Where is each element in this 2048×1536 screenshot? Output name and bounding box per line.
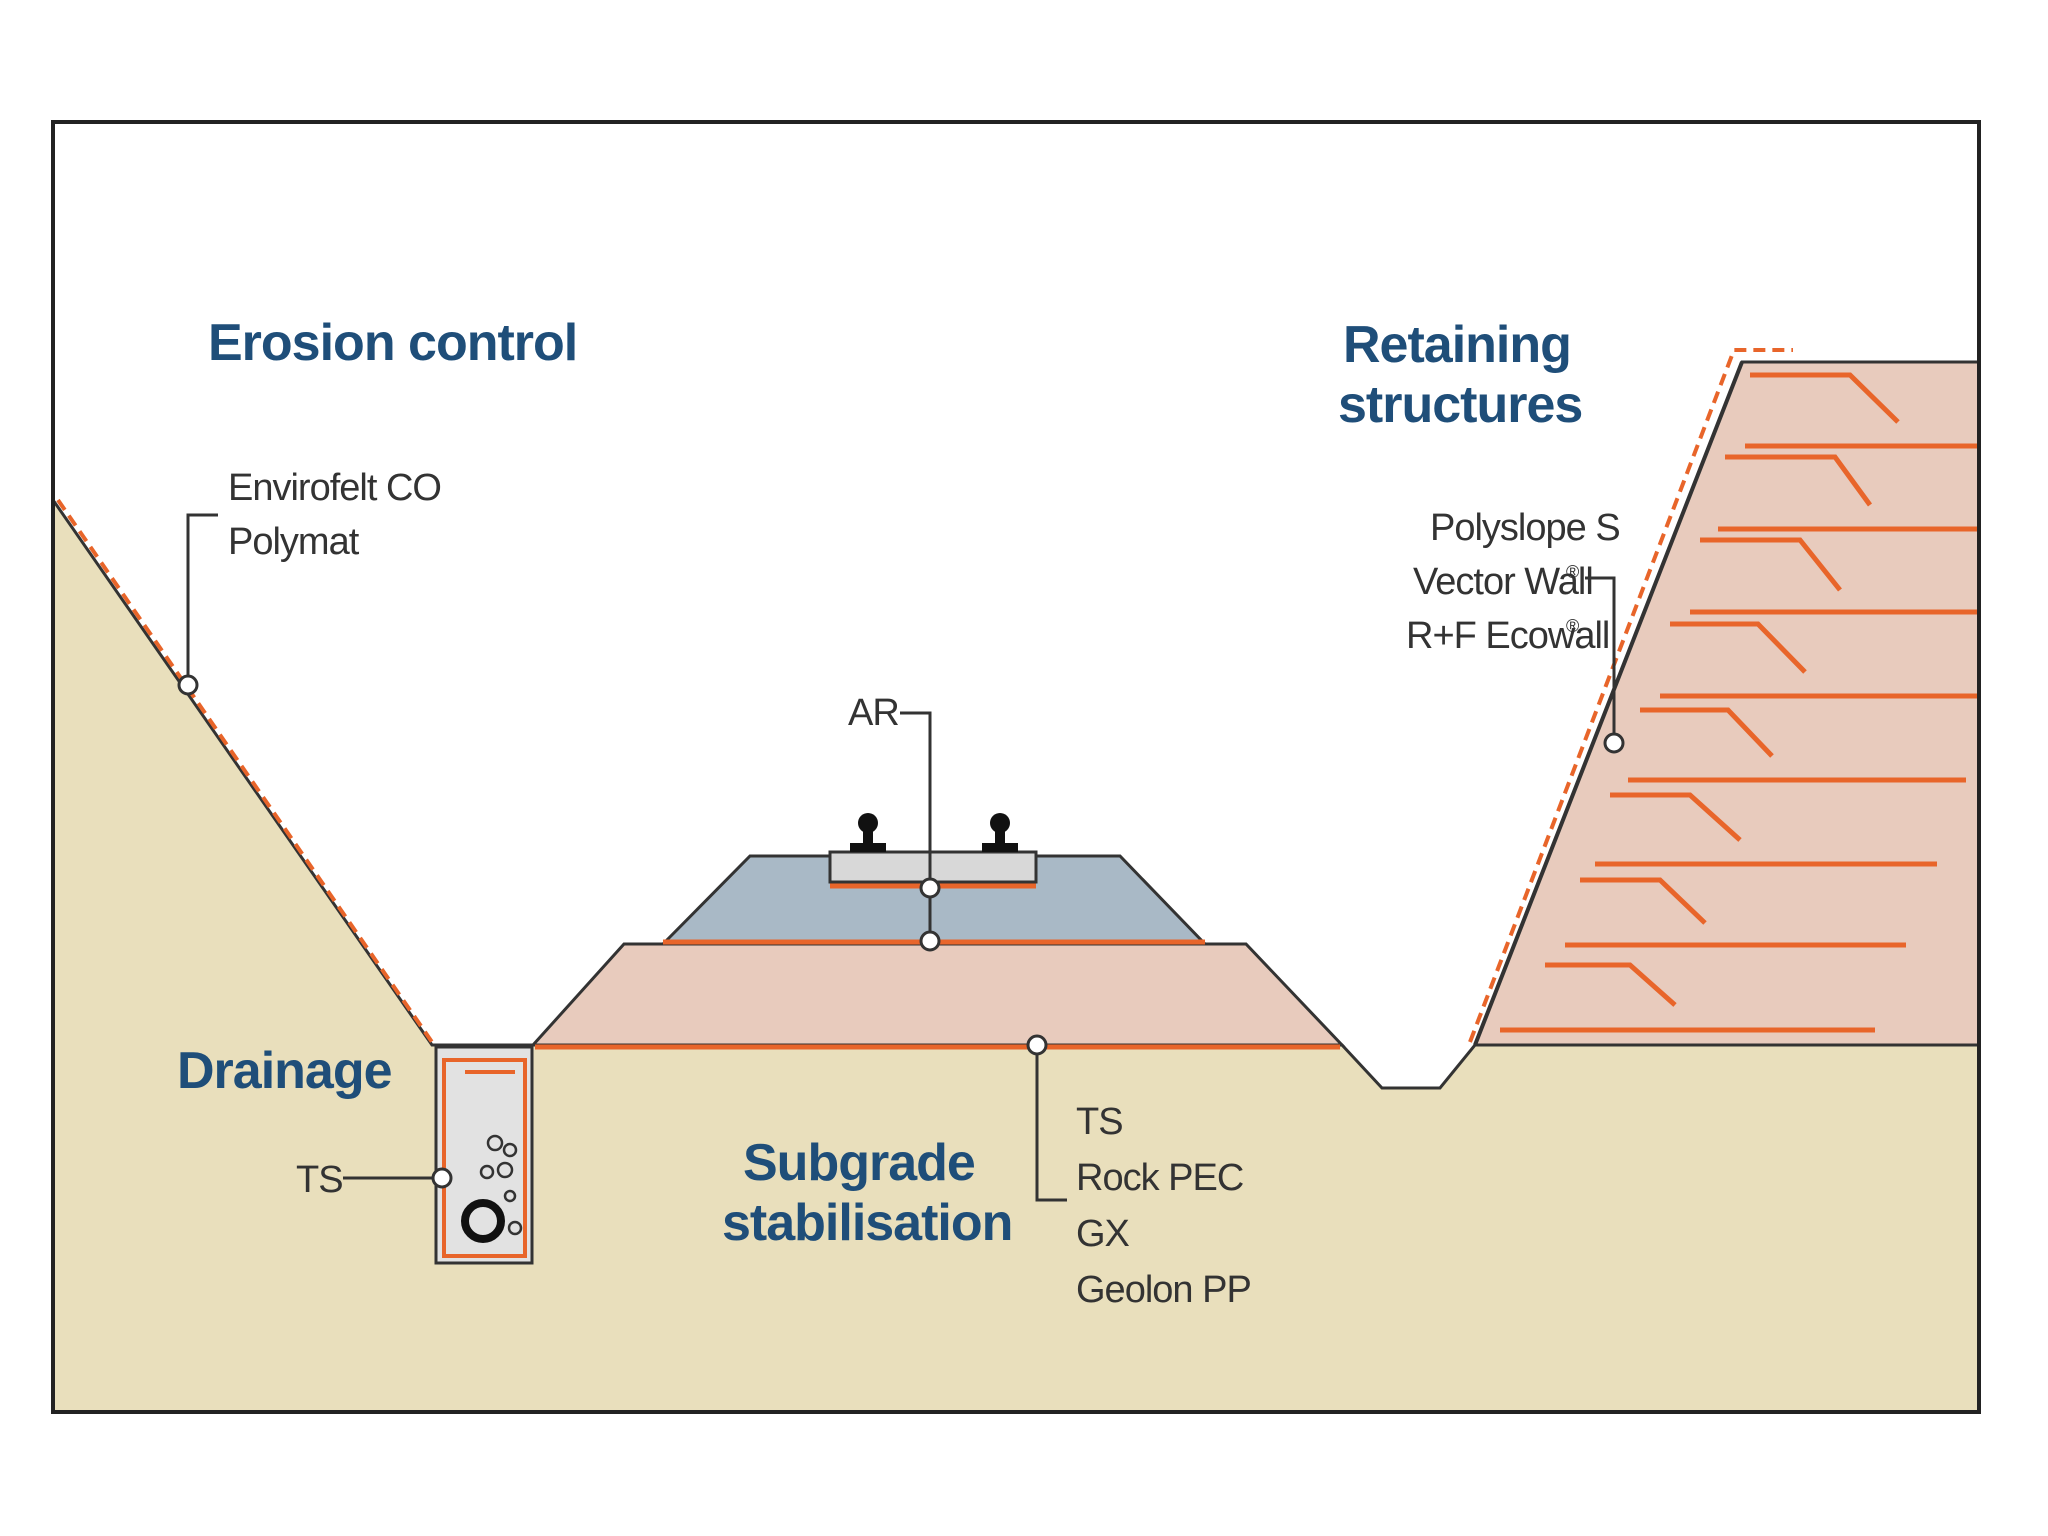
wall-reinforcement-layers xyxy=(1500,372,1979,1033)
heading-retaining-line-2: structures xyxy=(1338,376,1582,434)
label-vector-wall: Vector Wall xyxy=(1413,561,1593,603)
label-vector-wall-mark: ® xyxy=(1566,562,1579,582)
heading-subgrade-line-1: Subgrade xyxy=(743,1134,975,1192)
heading-erosion-control: Erosion control xyxy=(208,314,577,372)
label-drainage-ts: TS xyxy=(296,1159,343,1201)
drainage-gravel xyxy=(479,1134,523,1236)
embankment-layer xyxy=(529,942,1346,1047)
leader-subgrade xyxy=(1035,1045,1067,1202)
marker-subgrade xyxy=(1026,1034,1048,1056)
marker-ballast xyxy=(919,930,941,952)
leader-erosion xyxy=(186,513,218,685)
sleeper xyxy=(828,850,1038,884)
label-polymat: Polymat xyxy=(228,521,360,563)
drainage-trench xyxy=(434,1045,534,1265)
marker-drainage xyxy=(431,1167,453,1189)
label-gx: GX xyxy=(1076,1213,1130,1255)
leader-track xyxy=(900,711,932,890)
label-rock-pec: Rock PEC xyxy=(1076,1157,1243,1199)
drainage-trench-geotextile xyxy=(442,1058,527,1258)
label-envirofelt: Envirofelt CO xyxy=(228,467,441,509)
heading-subgrade-line-2: stabilisation xyxy=(722,1194,1012,1252)
wall-facing-geotextile xyxy=(1468,348,1793,1043)
rail-left xyxy=(850,813,886,852)
heading-drainage: Drainage xyxy=(177,1042,392,1100)
diagram-frame xyxy=(51,120,1981,1414)
label-geolon: Geolon PP xyxy=(1076,1269,1251,1311)
label-ar: AR xyxy=(848,692,899,734)
rail-right xyxy=(982,813,1018,852)
marker-erosion xyxy=(177,674,199,696)
label-ecowall-mark: ® xyxy=(1566,616,1579,636)
marker-retaining xyxy=(1603,732,1625,754)
label-ecowall: R+F Ecowall xyxy=(1406,615,1609,657)
label-subgrade-ts: TS xyxy=(1076,1101,1123,1143)
label-polyslope: Polyslope S xyxy=(1430,507,1620,549)
slope-erosion-mat xyxy=(56,498,434,1044)
leader-retaining xyxy=(1585,576,1616,745)
marker-sleeper xyxy=(919,877,941,899)
heading-retaining-line-1: Retaining xyxy=(1343,316,1571,374)
wall-facing xyxy=(1473,361,1744,1046)
drainage-pipe xyxy=(461,1199,505,1243)
